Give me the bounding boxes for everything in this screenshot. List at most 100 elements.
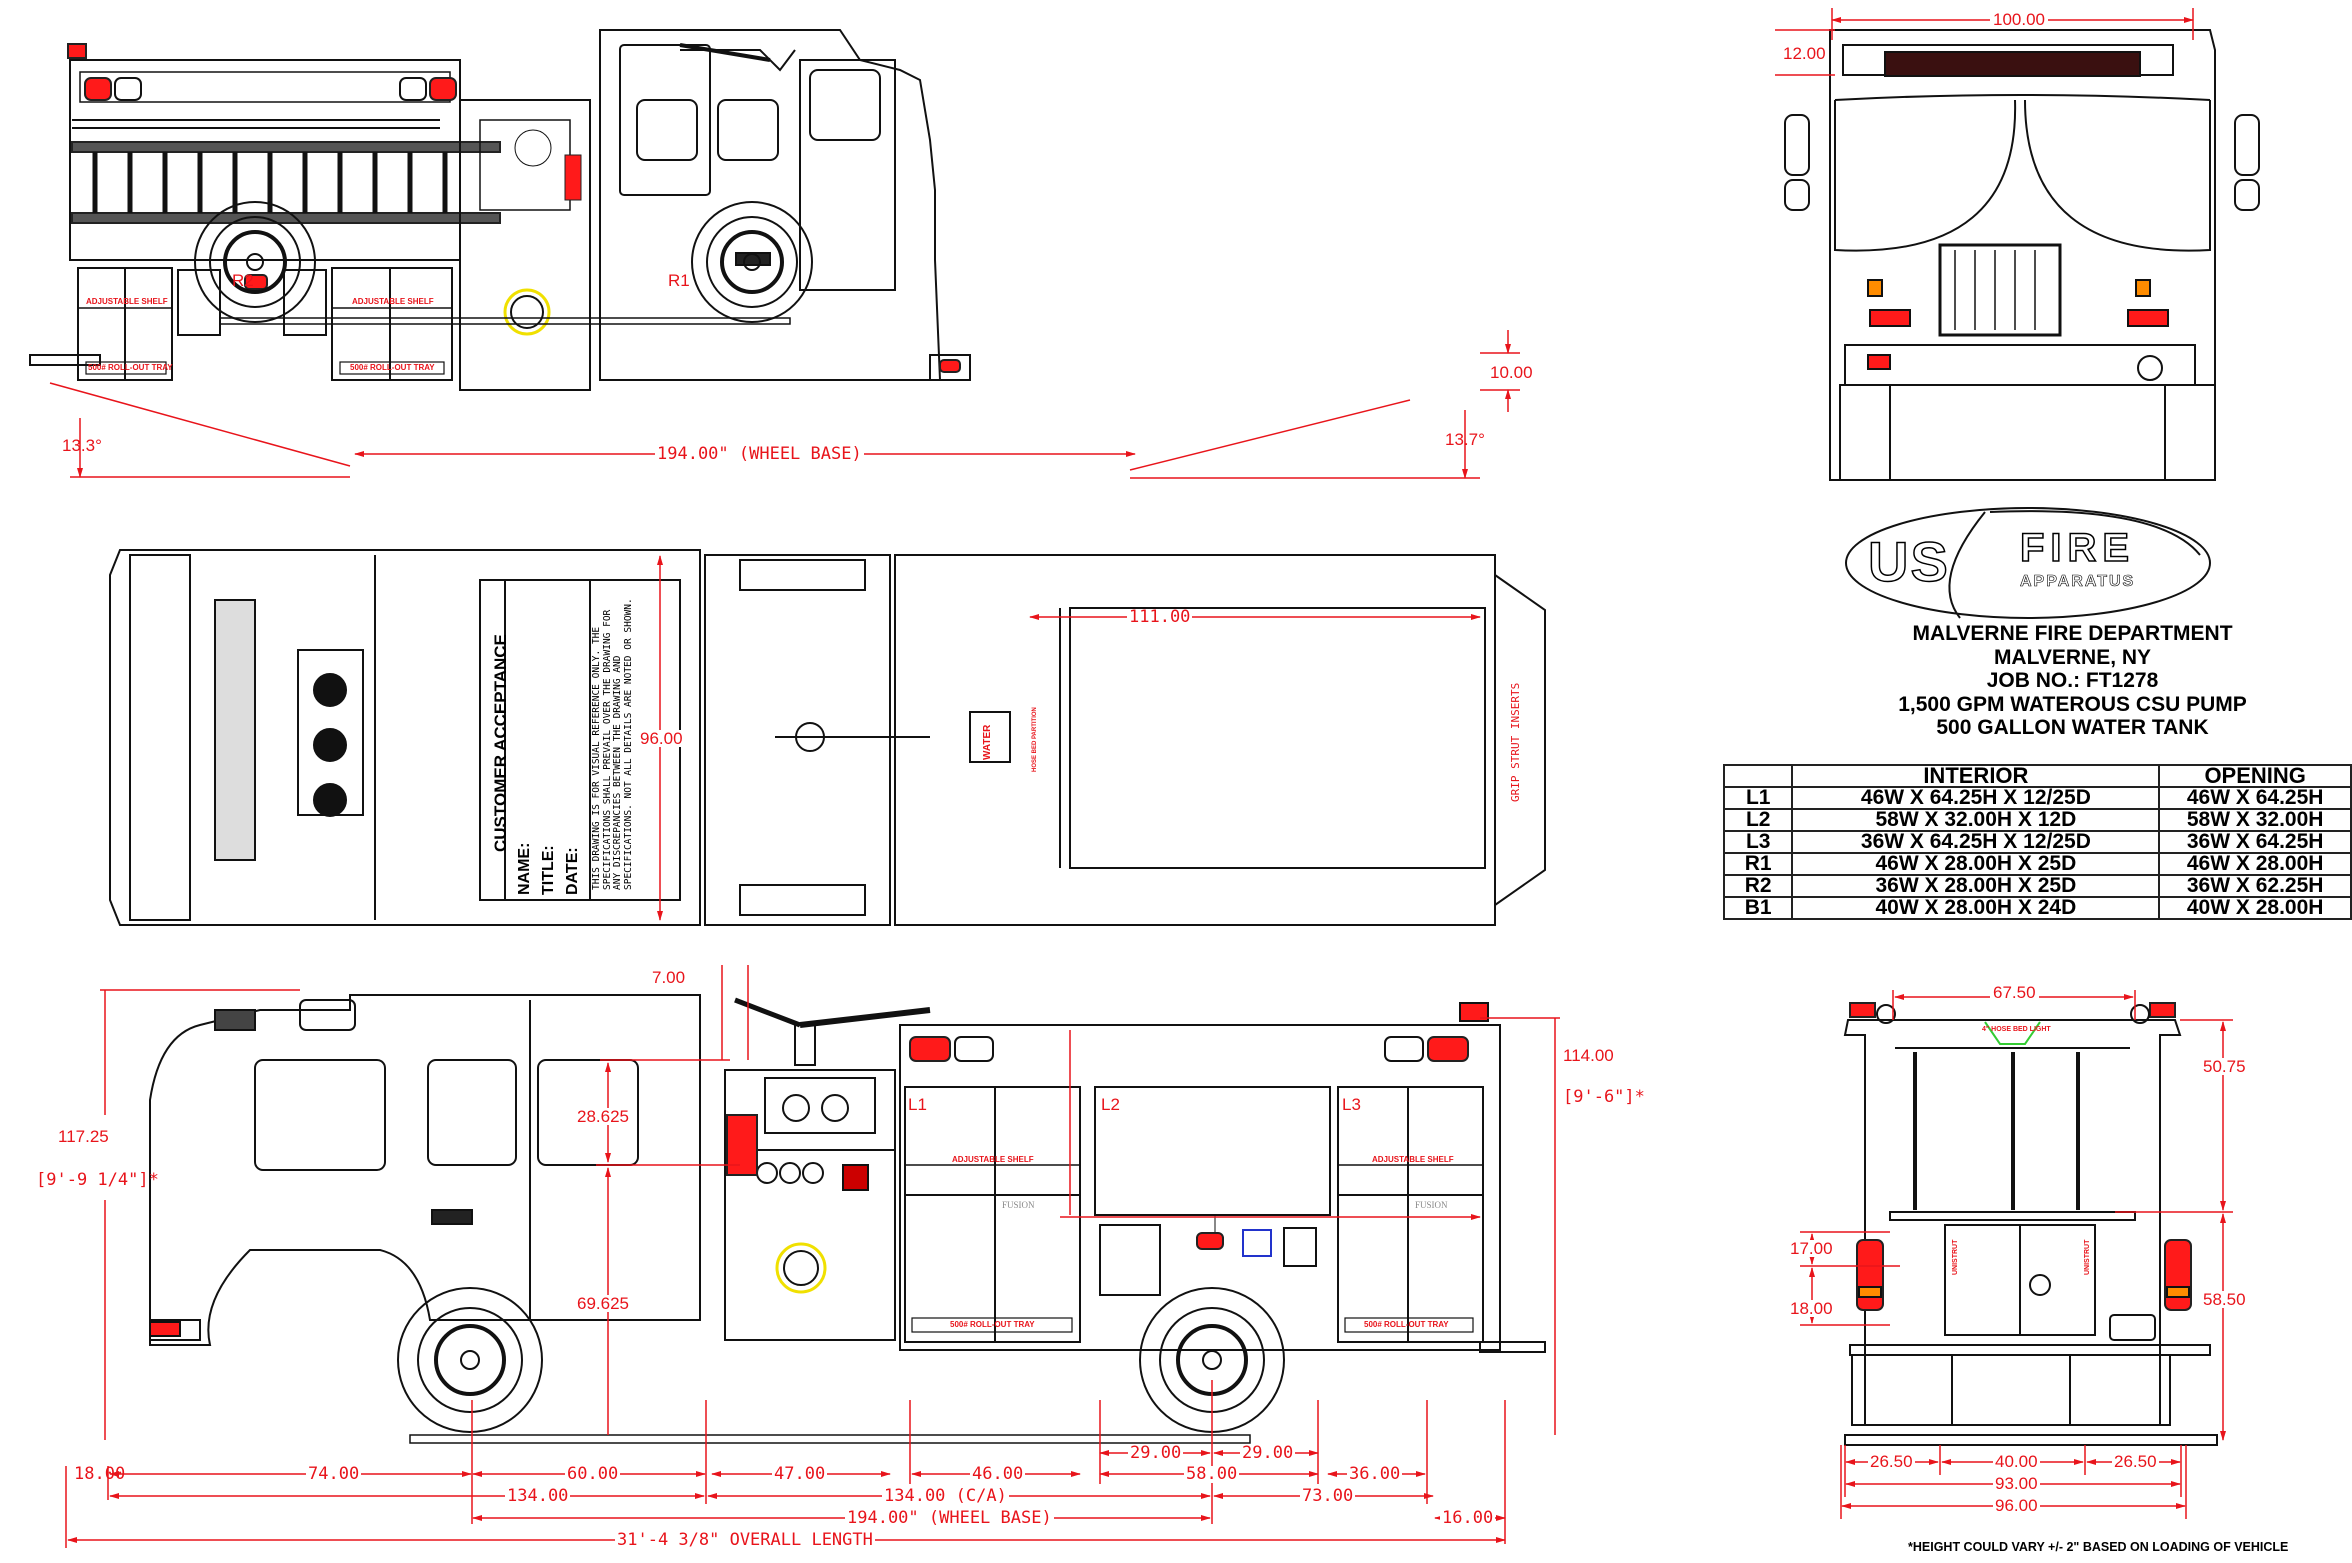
- tray-label: 500# ROLL-OUT TRAY: [1364, 1320, 1449, 1329]
- rear-lower-height-dim: 58.50: [2203, 1290, 2246, 1309]
- left-side-view: [149, 994, 1546, 1444]
- right-side-view: [29, 29, 971, 391]
- beacon-light: [67, 43, 87, 59]
- rear-light-spacing-dim: 67.50: [1990, 984, 2039, 1001]
- warning-light: [1427, 1036, 1469, 1062]
- dim-l3-width: 36.00: [1347, 1464, 1403, 1484]
- beacon-light: [214, 1009, 256, 1031]
- light-bar: [1884, 51, 2141, 77]
- front-view: [1784, 29, 2260, 481]
- compartment-label-l1: L1: [908, 1095, 927, 1114]
- dim-pump-panel: 47.00: [772, 1464, 828, 1484]
- discharge-gauges: [764, 1077, 876, 1134]
- marker-light: [939, 359, 961, 373]
- dim-cab-to-panel: 60.00: [565, 1464, 621, 1484]
- opening-dim: 40W X 28.00H: [2158, 896, 2352, 920]
- compartment-label-r1: R1: [668, 271, 690, 290]
- opening-dim: 36W X 62.25H: [2158, 874, 2352, 898]
- marker-light: [149, 1321, 181, 1337]
- interior-dim: 36W X 64.25H X 12/25D: [1791, 830, 2161, 854]
- overall-height-dim: 117.25: [58, 1127, 109, 1146]
- compartment-id: B1: [1722, 896, 1794, 920]
- top-width-dim: 96.00: [640, 729, 683, 748]
- dim-overall-length: 31'-4 3/8" OVERALL LENGTH: [615, 1530, 875, 1550]
- customer-location: MALVERNE, NY: [1993, 645, 2152, 669]
- grip-strut-label: GRIP STRUT INSERTS: [1509, 682, 1522, 802]
- wheel: [691, 201, 813, 323]
- dim-axle-span: 58.00: [1184, 1464, 1240, 1484]
- customer-name: MALVERNE FIRE DEPARTMENT: [1912, 622, 2233, 645]
- approach-angle: 13.3°: [62, 436, 102, 455]
- marker-light: [244, 274, 268, 290]
- hose-bed-partition-label: HOSE BED PARTITION: [1032, 707, 1038, 772]
- table-header: OPENING: [2158, 764, 2352, 788]
- compartment-label-l2: L2: [1101, 1095, 1120, 1114]
- warning-light: [429, 77, 457, 101]
- rear-step-2-dim: 18.00: [1790, 1299, 1833, 1318]
- hose-bed-light-label: 4" HOSE BED LIGHT: [1982, 1026, 2051, 1033]
- fusion-label: FUSION: [1002, 1200, 1035, 1210]
- height-footnote: *HEIGHT COULD VARY +/- 2" BASED ON LOADI…: [1908, 1540, 2289, 1554]
- pump-intake: [775, 1242, 827, 1294]
- departure-angle: 13.7°: [1445, 430, 1485, 449]
- dim-front-axle-to-cab: 74.00: [306, 1464, 362, 1484]
- tray-label: 500# ROLL-OUT TRAY: [950, 1320, 1035, 1329]
- wheel: [397, 1287, 543, 1433]
- shelf-label: ADJUSTABLE SHELF: [352, 297, 434, 306]
- customer-acceptance-heading: CUSTOMER ACCEPTANCE: [491, 634, 510, 852]
- title-block: MALVERNE FIRE DEPARTMENT MALVERNE, NY JO…: [1800, 622, 2345, 740]
- interior-dim: 36W X 28.00H X 25D: [1791, 874, 2161, 898]
- warning-light: [84, 77, 112, 101]
- compartment-id: L2: [1722, 808, 1794, 832]
- warning-light: [1849, 1002, 1876, 1018]
- opening-dim: 36W X 64.25H: [2158, 830, 2352, 854]
- dim-wheelbase: 194.00" (WHEEL BASE): [845, 1508, 1054, 1528]
- turn-signal: [2135, 279, 2151, 297]
- rear-dim-left: 26.50: [1868, 1452, 1915, 1471]
- water-label: WATER: [982, 724, 993, 760]
- job-number: JOB NO.: FT1278: [1986, 669, 2159, 692]
- opening-dim: 46W X 64.25H: [2158, 786, 2352, 810]
- warning-light: [909, 1036, 951, 1062]
- logo-apparatus: APPARATUS: [2020, 573, 2136, 590]
- shelf-label: ADJUSTABLE SHELF: [952, 1155, 1034, 1164]
- compartment-id: R2: [1722, 874, 1794, 898]
- overall-height-ft: [9'-9 1/4"]*: [36, 1170, 159, 1190]
- disclaimer-line: ANY DISCREPANCIES BETWEEN THE DRAWING AN…: [612, 655, 623, 891]
- dim-tail: 16.00: [1440, 1508, 1496, 1528]
- pump-spec: 1,500 GPM WATEROUS CSU PUMP: [1898, 692, 2247, 716]
- compartment-id: L1: [1722, 786, 1794, 810]
- pump-intake: [503, 288, 551, 336]
- bumper-light: [1867, 354, 1891, 370]
- shelf-label: ADJUSTABLE SHELF: [86, 297, 168, 306]
- dim-cab-length: 134.00: [505, 1486, 571, 1506]
- hose-bed-light: [1984, 1021, 2041, 1045]
- opening-dim: 46W X 28.00H: [2158, 852, 2352, 876]
- title-field-label: TITLE:: [540, 845, 557, 895]
- logo-us: US: [1867, 530, 1950, 593]
- dim-half-axle-left: 29.00: [1128, 1443, 1184, 1463]
- rear-dim-overall: 96.00: [1993, 1496, 2040, 1515]
- lower-height-dim: 69.625: [577, 1294, 629, 1313]
- rear-step-1-dim: 17.00: [1790, 1239, 1833, 1258]
- dim-front-overhang: 18.00: [74, 1464, 126, 1484]
- shelf-label: ADJUSTABLE SHELF: [1372, 1155, 1454, 1164]
- window-height-dim: 28.625: [577, 1107, 629, 1126]
- warning-light: [2149, 1002, 2176, 1018]
- compartment-label-r2: R2: [232, 271, 254, 290]
- tray-label: 500# ROLL-OUT TRAY: [350, 363, 435, 372]
- interior-dim: 40W X 28.00H X 24D: [1791, 896, 2161, 920]
- interior-dim: 46W X 64.25H X 12/25D: [1791, 786, 2161, 810]
- table-header: INTERIOR: [1791, 764, 2161, 788]
- front-width-dim: 100.00: [1990, 11, 2048, 28]
- disclaimer: THIS DRAWING IS FOR VISUAL REFERENCE ONL…: [591, 598, 634, 891]
- unistrut-label: UNISTRUT: [1952, 1239, 1959, 1275]
- tail-light: [1856, 1239, 1884, 1311]
- disclaimer-line: THIS DRAWING IS FOR VISUAL REFERENCE ONL…: [591, 626, 602, 890]
